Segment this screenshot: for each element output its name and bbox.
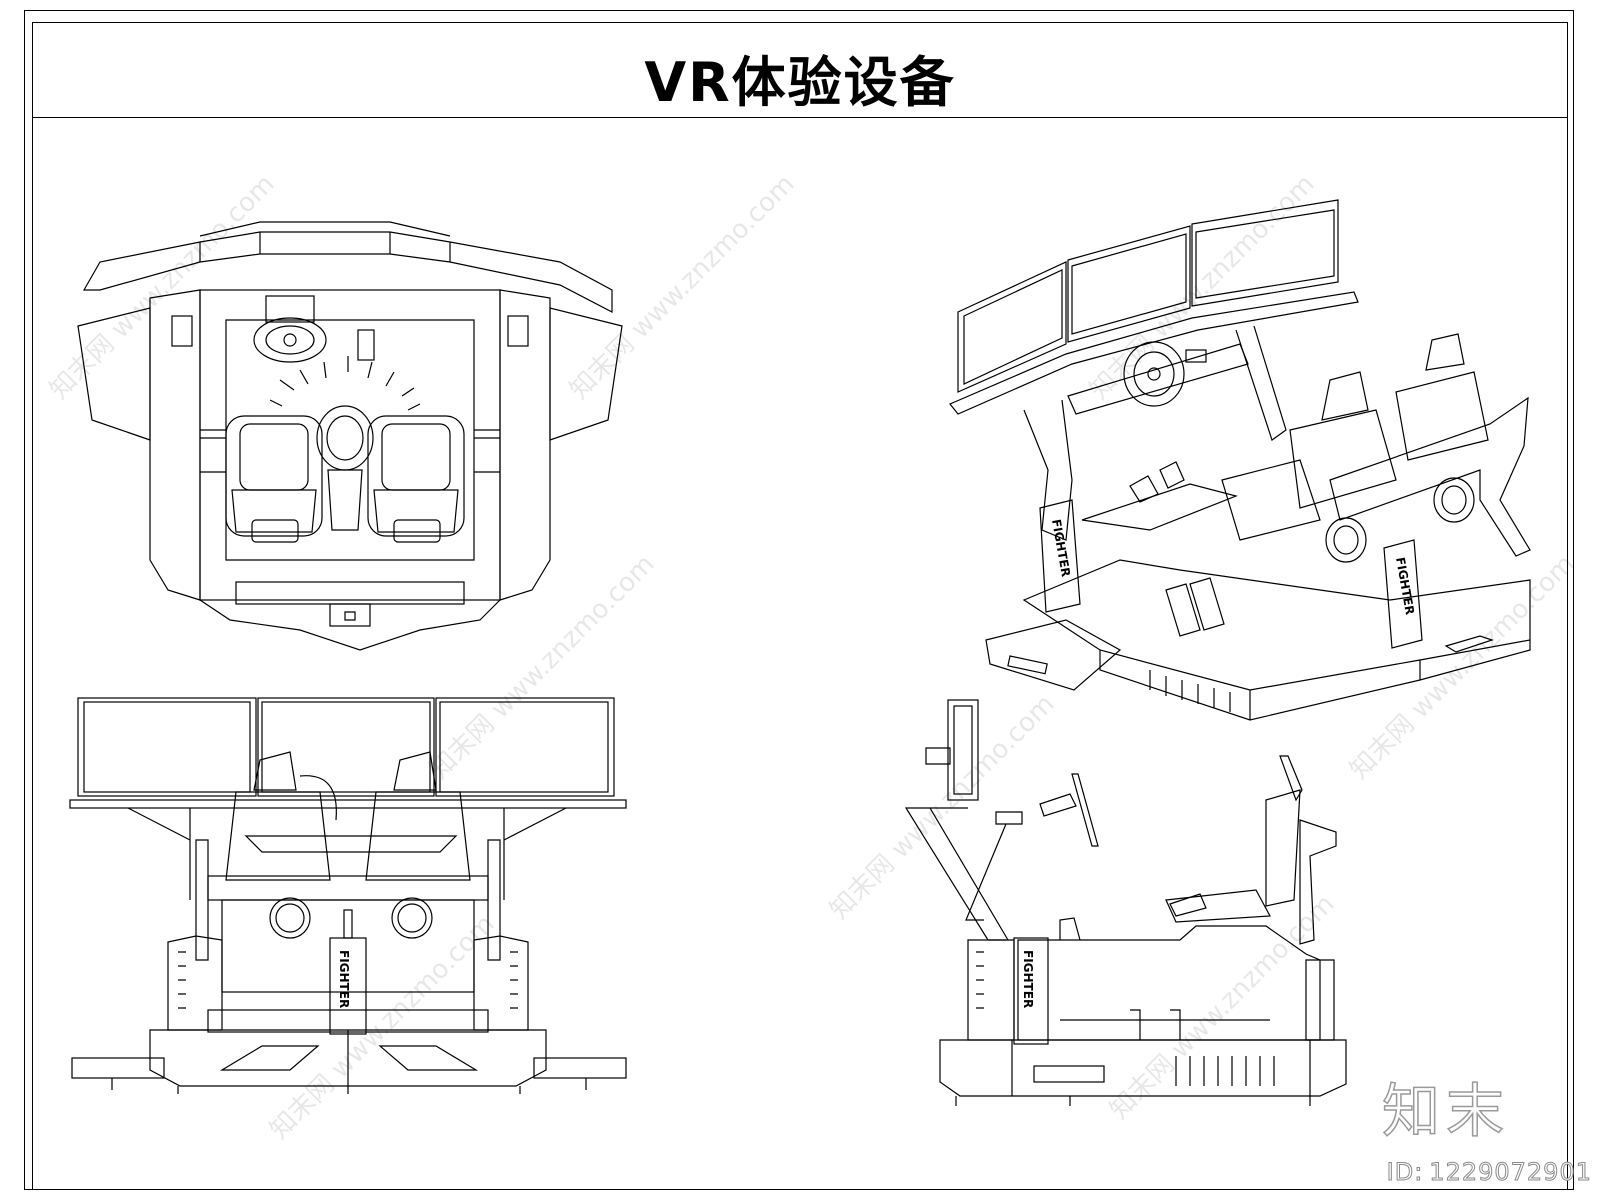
fighter-label-iso-right: FIGHTER	[1393, 556, 1417, 616]
seat-left	[225, 751, 331, 881]
fighter-label-front: FIGHTER	[337, 950, 351, 1008]
image-id-label: ID:1229072901	[1386, 1158, 1592, 1187]
seat-right	[1395, 333, 1489, 461]
seat	[1165, 755, 1303, 923]
brand-logo: 知末	[1381, 1076, 1510, 1146]
seat-left	[1221, 371, 1397, 541]
fighter-label-side: FIGHTER	[1021, 950, 1035, 1008]
front-view: FIGHTER	[69, 697, 627, 1094]
top-view	[77, 221, 623, 651]
seat-right	[365, 751, 471, 881]
page-title: VR体验设备	[644, 51, 956, 114]
seat-left	[225, 415, 323, 543]
seat-right	[367, 415, 465, 543]
fighter-label-iso-left: FIGHTER	[1049, 518, 1073, 578]
drawing-border-inner	[32, 22, 1568, 1190]
side-view: FIGHTER	[904, 699, 1347, 1106]
isometric-view: FIGHTER FIGHTER	[949, 199, 1531, 721]
title-divider	[32, 117, 1568, 118]
